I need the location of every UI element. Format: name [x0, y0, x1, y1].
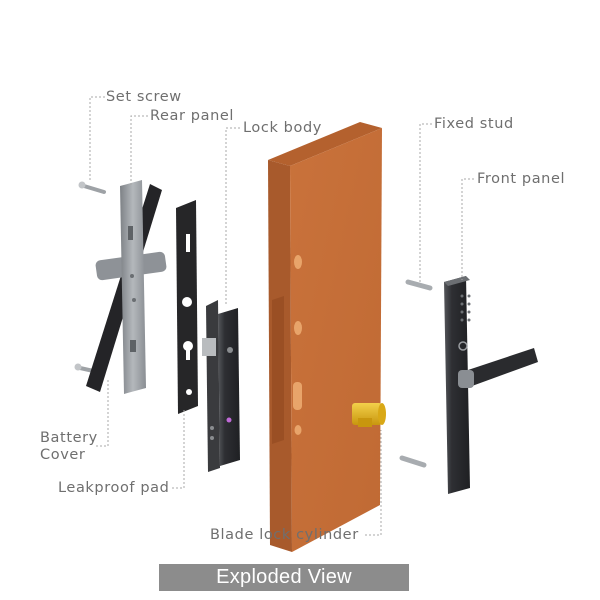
label-front-panel: Front panel — [477, 171, 566, 187]
label-blade-lock-cylinder: Blade lock cylinder — [210, 527, 359, 543]
leader-lines — [89, 96, 474, 536]
label-fixed-stud: Fixed stud — [434, 116, 514, 132]
label-leakproof-pad: Leakproof pad — [58, 480, 170, 496]
blade-lock-cylinder — [352, 403, 386, 427]
exploded-view-banner: Exploded View — [159, 564, 409, 591]
fixed-studs — [399, 279, 433, 468]
label-set-screw: Set screw — [106, 89, 182, 105]
label-battery-cover-line1: Battery — [40, 430, 98, 446]
door — [268, 122, 382, 552]
leakproof-pad — [176, 200, 198, 414]
label-battery-cover-line2: Cover — [40, 447, 86, 463]
front-panel — [444, 276, 538, 494]
rear-panel — [95, 180, 167, 394]
label-rear-panel: Rear panel — [150, 108, 235, 124]
lock-body — [202, 300, 240, 472]
label-lock-body: Lock body — [243, 120, 322, 136]
